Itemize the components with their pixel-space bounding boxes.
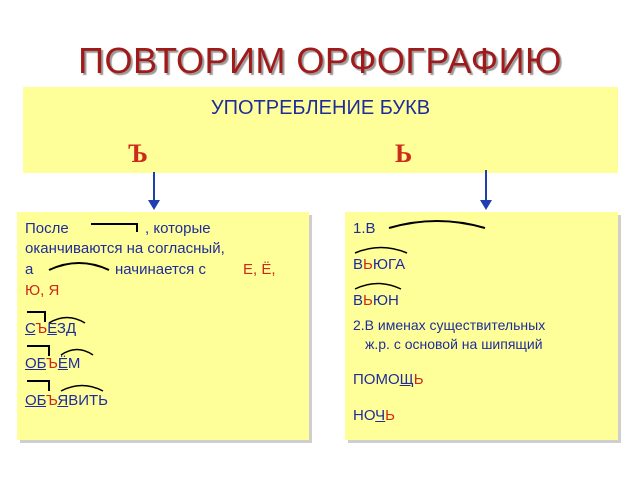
- vowel-list-2: Ю, Я: [25, 282, 60, 299]
- word-rest: ВИТЬ: [68, 392, 109, 409]
- arrow-left-line: [153, 172, 155, 202]
- prefix: С: [25, 320, 36, 337]
- example-word-vyun: ВЬЮН: [353, 292, 399, 309]
- example-word-pomosch: ПОМОЩЬ: [353, 371, 424, 388]
- example-word-noch: НОЧЬ: [353, 407, 395, 424]
- example-word-vyuga: ВЬЮГА: [353, 256, 405, 273]
- vowel: Е: [47, 320, 57, 337]
- arrow-right-line: [485, 170, 487, 202]
- word-part: ПОМО: [353, 371, 400, 388]
- word-part: НО: [353, 407, 376, 424]
- hard-sign-letter: Ъ: [128, 139, 148, 168]
- soft-sign: Ь: [363, 256, 373, 273]
- root-arc-symbol: [354, 282, 402, 290]
- vowel: Я: [57, 392, 69, 409]
- example-word-obem: ОБЪЁМ: [25, 355, 80, 372]
- prefix-symbol: [27, 311, 46, 322]
- slide-title: ПОВТОРИМ ОРФОГРАФИЮ: [78, 40, 562, 81]
- prefix: ОБ: [25, 355, 47, 372]
- sibilant-letter: Щ: [399, 371, 414, 388]
- hard-sign: Ъ: [46, 392, 58, 409]
- example-word-obyavit: ОБЪЯВИТЬ: [25, 392, 108, 409]
- rule-text-which: , которые: [145, 220, 211, 237]
- word-part: В: [353, 256, 364, 273]
- root-arc-symbol: [60, 384, 104, 392]
- soft-sign-rule-panel: 1.В ВЬЮГА ВЬЮН 2.В именах существительны…: [345, 212, 618, 440]
- soft-sign: Ь: [413, 371, 424, 388]
- soft-sign: Ь: [385, 407, 396, 424]
- hard-sign: Ъ: [46, 355, 58, 372]
- example-word-sezd: СЪЕЗД: [25, 320, 76, 337]
- prefix: ОБ: [25, 392, 47, 409]
- word-part: ЮН: [372, 292, 399, 309]
- word-part: В: [353, 292, 364, 309]
- root-arc-symbol: [60, 348, 94, 356]
- prefix-symbol: [27, 345, 50, 356]
- rule-text-begins: начинается с: [115, 261, 206, 278]
- rule-text-and: а: [25, 261, 34, 278]
- hard-sign: Ъ: [35, 320, 48, 337]
- vowel-list-1: Е, Ё,: [243, 261, 276, 278]
- subtitle: УПОТРЕБЛЕНИЕ БУКВ: [210, 97, 431, 119]
- word-part: ЮГА: [372, 256, 406, 273]
- soft-sign: Ь: [363, 292, 373, 309]
- word-rest: ЗД: [56, 320, 77, 337]
- prefix-symbol: [27, 380, 50, 391]
- rule-item-2-line2: ж.р. с основой на шипящий: [365, 336, 543, 352]
- vowel: Ё: [57, 355, 68, 372]
- rule-item-1: 1.В: [353, 220, 376, 237]
- rule-item-2-line1: 2.В именах существительных: [353, 317, 546, 333]
- soft-sign-letter: Ь: [395, 139, 413, 168]
- root-arc-symbol: [354, 246, 408, 254]
- header-panel: УПОТРЕБЛЕНИЕ БУКВ Ъ Ь: [23, 87, 618, 173]
- rule-text-line2: оканчиваются на согласный,: [25, 240, 225, 257]
- hard-sign-rule-panel: После , которые оканчиваются на согласны…: [17, 212, 309, 440]
- arrow-right-head: [480, 200, 492, 210]
- root-arc-symbol: [48, 262, 110, 271]
- sibilant-letter: Ч: [375, 407, 386, 424]
- word-rest: М: [67, 355, 81, 372]
- rule-text-after: После: [25, 220, 69, 237]
- arrow-left-head: [148, 200, 160, 210]
- root-arc-symbol: [388, 220, 486, 229]
- root-arc-symbol: [48, 316, 86, 324]
- prefix-symbol: [91, 223, 138, 232]
